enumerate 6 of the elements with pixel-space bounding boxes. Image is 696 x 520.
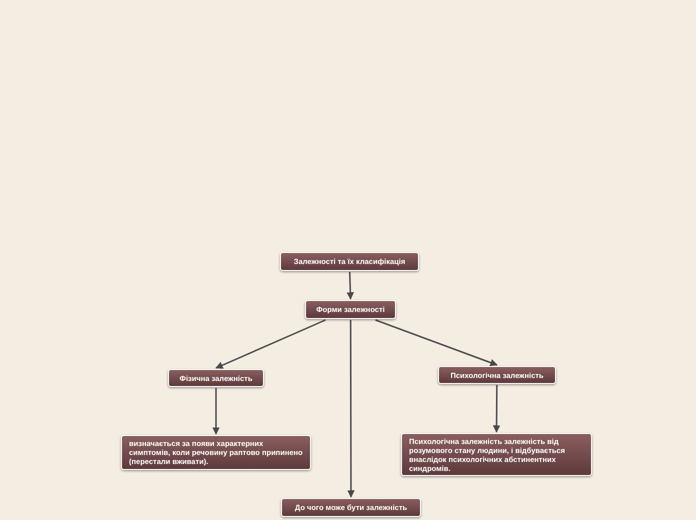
arrow [215,319,326,369]
arrow [212,388,220,435]
arrow [375,319,498,366]
arrow [346,272,354,300]
arrow [492,385,500,433]
arrow [347,320,355,498]
